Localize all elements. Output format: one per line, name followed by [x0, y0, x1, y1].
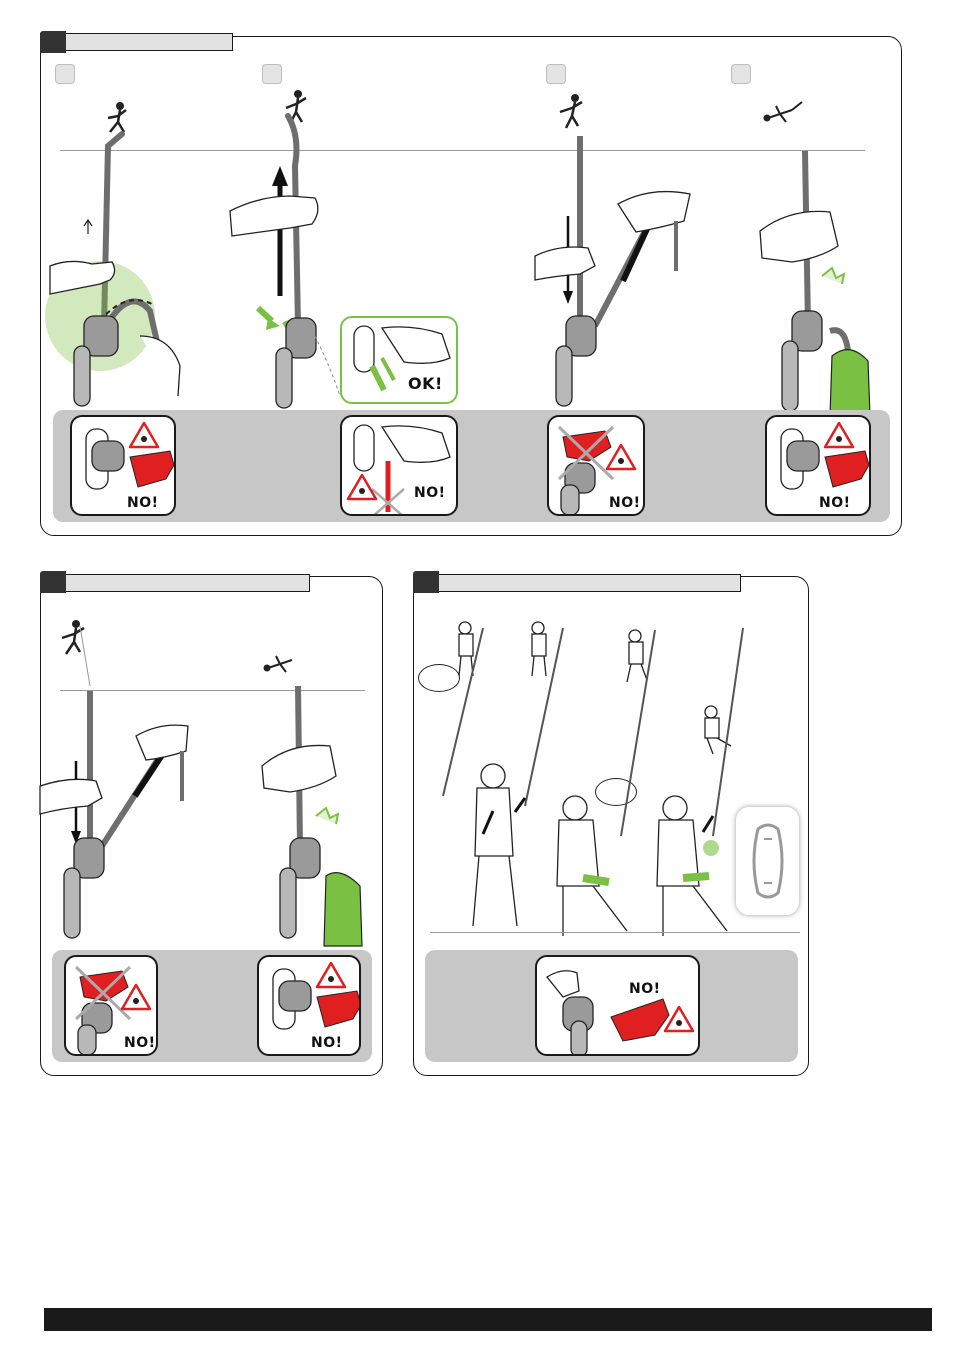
ground-line: [430, 932, 800, 933]
fall-warning-icon: [607, 445, 635, 469]
no-label: NO!: [127, 495, 159, 511]
no-label: NO!: [311, 1035, 343, 1051]
climber-figure-3: [560, 94, 582, 128]
no-label: NO!: [124, 1035, 156, 1051]
climber-figure-7: [459, 622, 473, 676]
warning-inset-1-illustration: [72, 417, 176, 516]
belay-illustration-left: [40, 576, 383, 946]
belayer-figure-1: [473, 764, 517, 926]
belay-illustration-top: [40, 36, 902, 416]
climber-figure-8: [532, 622, 546, 676]
fall-warning-icon: [130, 423, 158, 447]
carabiner-icon: [736, 807, 799, 915]
footer-bar: [44, 1308, 932, 1331]
climber-figure-9: [627, 630, 647, 682]
warning-inset-7: NO!: [535, 955, 700, 1056]
fall-warning-icon: [317, 963, 345, 987]
hand-2: [230, 196, 318, 236]
no-label: NO!: [609, 495, 641, 511]
ok-label: OK!: [408, 374, 443, 393]
no-label: NO!: [629, 981, 661, 997]
warning-inset-3: NO!: [547, 415, 645, 516]
warning-inset-6-illustration: [259, 957, 361, 1056]
warning-inset-2-illustration: [342, 417, 458, 516]
climber-figure-10: [705, 706, 731, 754]
climber-figure-5: [62, 620, 84, 654]
warning-inset-6: NO!: [257, 955, 361, 1056]
carabiner-info-card: [735, 806, 800, 916]
warning-inset-5: NO!: [64, 955, 158, 1056]
belayer-figure-2: [557, 796, 627, 936]
warning-inset-7-illustration: [537, 957, 700, 1056]
no-label: NO!: [819, 495, 851, 511]
hand-3: [618, 192, 690, 232]
climber-figure-4: [764, 102, 803, 122]
climber-figure-1: [108, 102, 126, 132]
warning-inset-2: NO!: [340, 415, 458, 516]
hand-4: [760, 211, 838, 262]
climber-figure-6: [264, 656, 293, 672]
no-label: NO!: [414, 485, 446, 501]
fall-warning-icon: [665, 1007, 693, 1031]
ok-inset: OK!: [340, 316, 458, 404]
warning-inset-1: NO!: [70, 415, 176, 516]
fall-warning-icon: [825, 423, 853, 447]
fall-warning-icon: [348, 475, 376, 499]
warning-inset-4: NO!: [765, 415, 871, 516]
